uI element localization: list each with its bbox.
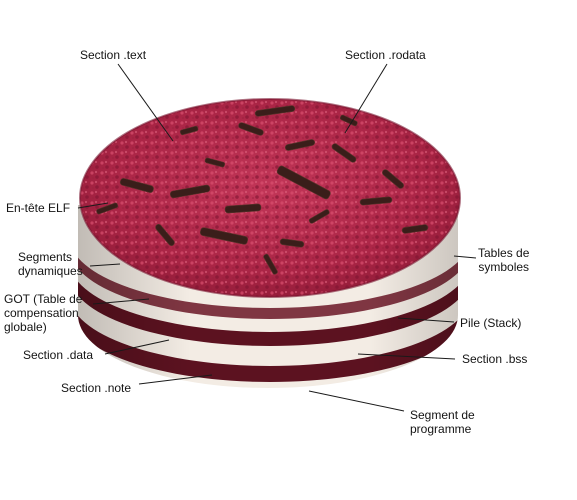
leader-section-note <box>138 374 213 385</box>
leader-section-text <box>117 63 174 142</box>
leader-stack <box>397 317 455 323</box>
leader-section-data <box>104 339 170 355</box>
leader-section-rodata <box>344 63 388 134</box>
leader-dynamic-segments <box>89 263 121 267</box>
label-dynamic-segments: Segments dynamiques <box>18 250 83 278</box>
label-section-rodata: Section .rodata <box>345 48 426 62</box>
leader-lines <box>77 63 477 412</box>
label-section-note: Section .note <box>61 381 132 395</box>
label-got: GOT (Table de compensation globale) <box>4 292 83 334</box>
leader-got <box>92 298 150 305</box>
label-elf-header: En-tête ELF <box>6 201 71 215</box>
leader-program-segment <box>308 390 405 412</box>
label-section-text: Section .text <box>80 48 147 62</box>
label-section-data: Section .data <box>23 348 94 362</box>
leader-section-bss <box>357 353 456 360</box>
leader-elf-header <box>77 202 109 209</box>
chocolate-shavings <box>96 105 429 275</box>
label-stack: Pile (Stack) <box>460 316 522 330</box>
label-section-bss: Section .bss <box>462 352 528 366</box>
label-symbol-tables: Tables de symboles <box>478 246 530 274</box>
label-program-segment: Segment de programme <box>410 408 475 436</box>
leader-symbol-tables <box>453 255 477 259</box>
